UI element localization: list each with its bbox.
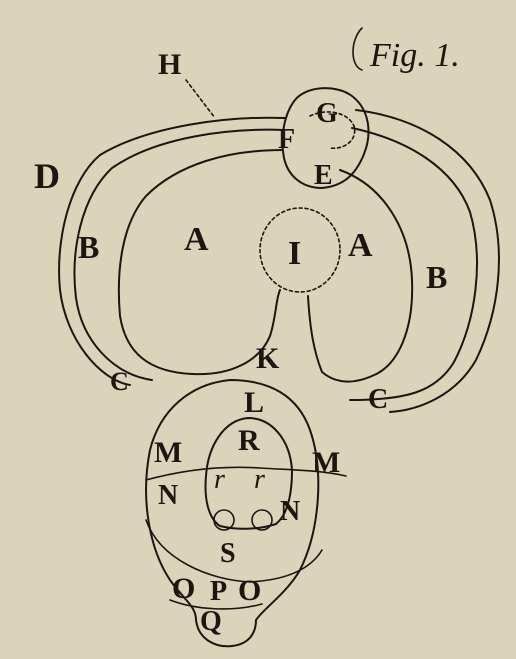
label-D: D [34, 156, 60, 196]
inner-lobe-right [308, 170, 412, 382]
label-O-left: O [172, 572, 195, 605]
label-r-left: r [214, 464, 225, 495]
label-N-left: N [158, 480, 178, 511]
outer-lobe-left-inner [75, 130, 285, 380]
label-G: G [316, 98, 338, 129]
label-Q: Q [200, 606, 222, 637]
label-I: I [288, 235, 301, 272]
label-R: R [238, 424, 260, 457]
label-L: L [244, 386, 264, 419]
outer-lobe-right-inner [350, 128, 477, 400]
title-flourish [353, 28, 362, 70]
label-H: H [158, 48, 181, 81]
label-P: P [210, 576, 227, 607]
leader-H [186, 80, 215, 118]
label-r-right: r [254, 464, 265, 495]
inner-lobe-left [119, 150, 283, 374]
label-M-right: M [312, 446, 340, 479]
figure-labels: H G F E D B A I A B C C K L R M M r r N … [34, 48, 447, 637]
label-N-right: N [280, 496, 300, 527]
label-B-right: B [426, 259, 447, 295]
label-S: S [220, 538, 236, 569]
label-O-right: O [238, 574, 261, 607]
label-B-left: B [78, 229, 99, 265]
label-A-right: A [348, 227, 373, 264]
label-C-left: C [110, 367, 129, 396]
label-E: E [314, 160, 333, 191]
label-F: F [278, 124, 295, 155]
figure-title: Fig. 1. [353, 28, 460, 74]
label-C-right: C [368, 384, 388, 415]
label-A-left: A [184, 221, 209, 258]
title-text: Fig. 1. [369, 37, 460, 74]
label-K: K [256, 342, 280, 375]
label-M-left: M [154, 436, 182, 469]
